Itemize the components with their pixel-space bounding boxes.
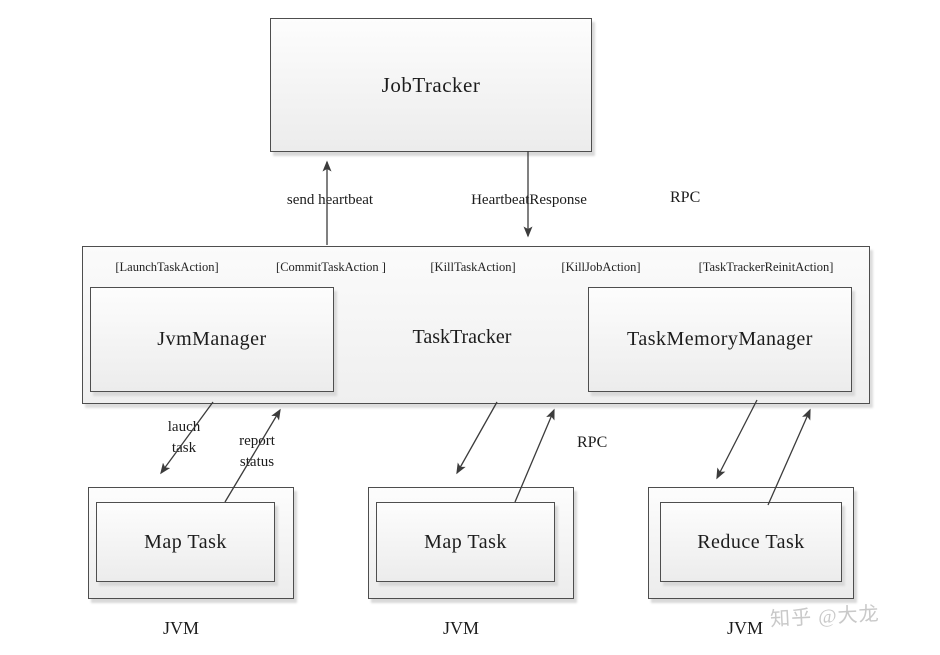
rpc-top-label: RPC <box>670 189 701 206</box>
kill-job-action-label: [KillJobAction] <box>561 260 641 274</box>
kill-task-action-label: [KillTaskAction] <box>430 260 516 274</box>
jvm1-label: JVM <box>162 618 200 638</box>
jvm2-label: JVM <box>442 618 480 638</box>
lauch-task-label: lauch task <box>167 419 201 456</box>
tasktracker-reinit-action-label: [TaskTrackerReinitAction] <box>698 260 834 274</box>
map-task-2-label: Map Task <box>424 530 507 553</box>
jvm1-container-box: Map Task <box>88 487 294 599</box>
map-task-1-box: Map Task <box>96 502 275 582</box>
map-task-1-label: Map Task <box>144 530 227 553</box>
taskmemorymanager-label: TaskMemoryManager <box>627 328 813 350</box>
jvm2-container-box: Map Task <box>368 487 574 599</box>
heartbeat-response-label: HeartbeatResponse <box>471 192 587 208</box>
jvmmanager-label: JvmManager <box>157 328 267 350</box>
middle-down-arrow <box>456 401 498 475</box>
report-status-label: report status <box>239 433 275 470</box>
rpc-mid-label: RPC <box>577 434 608 451</box>
jobtracker-label: JobTracker <box>381 72 481 97</box>
send-heartbeat-label: send heartbeat <box>286 192 374 208</box>
commit-task-action-label: [CommitTaskAction ] <box>276 260 386 274</box>
reduce-task-box: Reduce Task <box>660 502 842 582</box>
map-task-2-box: Map Task <box>376 502 555 582</box>
right-down-arrow <box>716 399 758 480</box>
launch-task-action-label: [LaunchTaskAction] <box>115 260 219 274</box>
taskmemorymanager-box: TaskMemoryManager <box>588 287 852 392</box>
watermark-text: 知乎 @大龙 <box>769 603 881 631</box>
reduce-task-label: Reduce Task <box>697 530 805 553</box>
jobtracker-box: JobTracker <box>270 18 592 152</box>
tasktracker-label: TaskTracker <box>412 326 512 348</box>
jvm3-container-box: Reduce Task <box>648 487 854 599</box>
jvmmanager-box: JvmManager <box>90 287 334 392</box>
jvm3-label: JVM <box>726 618 764 638</box>
